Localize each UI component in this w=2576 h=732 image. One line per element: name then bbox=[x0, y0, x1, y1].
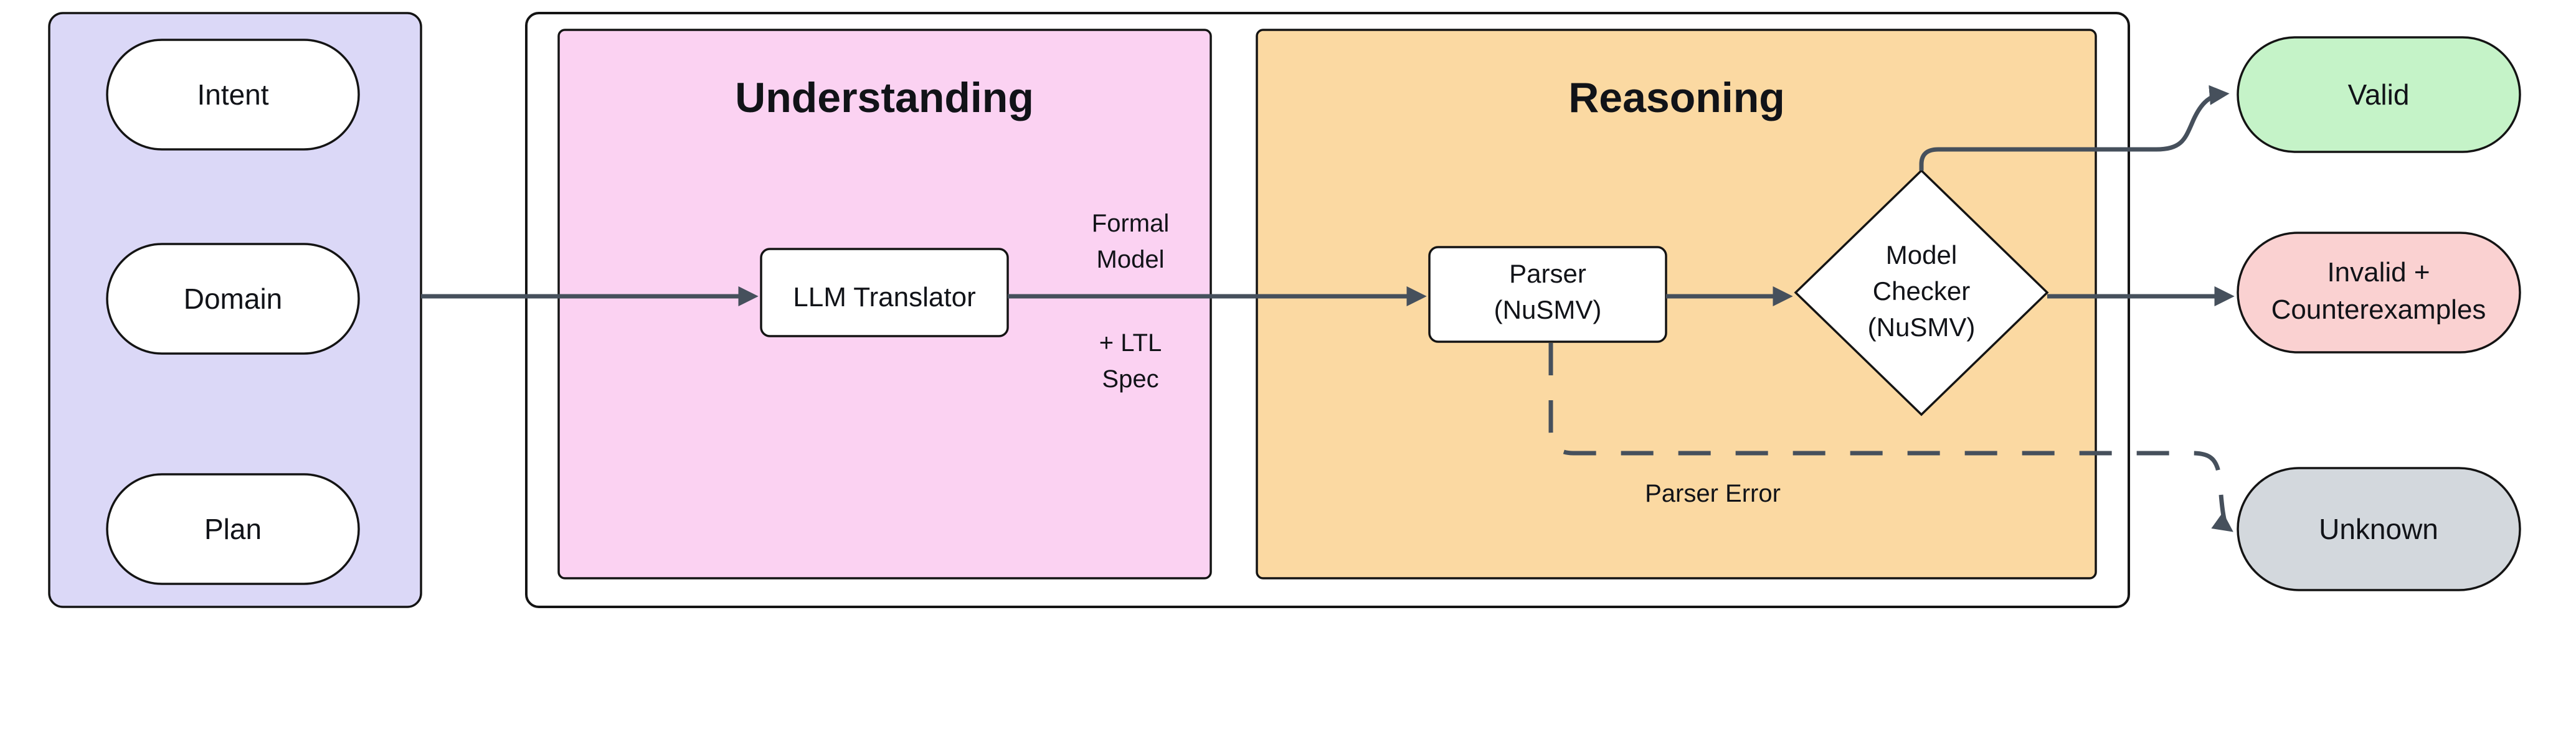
reasoning-stage: Reasoning Parser (NuSMV) Model Checker (… bbox=[1256, 29, 2097, 580]
model-checker-line3: (NuSMV) bbox=[1868, 312, 1976, 342]
domain-label: Domain bbox=[184, 283, 283, 315]
ltl-spec-line2: Spec bbox=[1102, 365, 1158, 393]
node-invalid: Invalid + Counterexamples bbox=[2237, 232, 2521, 354]
valid-label: Valid bbox=[2348, 78, 2410, 111]
understanding-title: Understanding bbox=[735, 74, 1034, 121]
understanding-stage: Understanding LLM Translator Formal Mode… bbox=[557, 29, 1212, 580]
edge-label-ltl-spec: + LTL Spec bbox=[1099, 329, 1162, 393]
model-checker-line2: Checker bbox=[1873, 276, 1970, 306]
edge-parser-error-to-unknown bbox=[1548, 343, 2233, 532]
unknown-label: Unknown bbox=[2319, 513, 2438, 545]
invalid-pill bbox=[2237, 232, 2521, 354]
node-parser: Parser (NuSMV) bbox=[1428, 246, 1667, 343]
model-checker-diamond bbox=[1794, 169, 2049, 416]
parser-label-line1: Parser bbox=[1509, 259, 1586, 288]
intent-pill bbox=[106, 39, 360, 151]
reasoning-box bbox=[1256, 29, 2097, 580]
node-model-checker: Model Checker (NuSMV) bbox=[1794, 169, 2049, 416]
llm-translator-box bbox=[760, 248, 1009, 337]
formal-model-line1: Formal bbox=[1092, 210, 1169, 237]
node-llm-translator: LLM Translator bbox=[760, 248, 1009, 337]
intent-label: Intent bbox=[197, 78, 268, 111]
reasoning-title: Reasoning bbox=[1568, 74, 1785, 121]
unknown-pill bbox=[2237, 467, 2521, 591]
ltl-spec-line1: + LTL bbox=[1099, 329, 1162, 357]
model-checker-line1: Model bbox=[1886, 240, 1957, 270]
edge-label-formal-model: Formal Model bbox=[1092, 210, 1169, 273]
plan-pill bbox=[106, 473, 360, 585]
inputs-panel: Intent Domain Plan bbox=[48, 12, 422, 608]
invalid-label-line1: Invalid + bbox=[2327, 257, 2430, 288]
plan-label: Plan bbox=[204, 513, 262, 545]
node-intent: Intent bbox=[106, 39, 360, 151]
edge-checker-to-valid bbox=[1919, 85, 2230, 171]
node-plan: Plan bbox=[106, 473, 360, 585]
connectors bbox=[421, 85, 2235, 532]
parser-error-label: Parser Error bbox=[1645, 480, 1781, 507]
node-valid: Valid bbox=[2237, 36, 2521, 153]
invalid-label-line2: Counterexamples bbox=[2271, 294, 2486, 325]
node-domain: Domain bbox=[106, 243, 360, 355]
domain-pill bbox=[106, 243, 360, 355]
formal-model-line2: Model bbox=[1097, 246, 1165, 273]
llm-translator-label: LLM Translator bbox=[793, 282, 975, 312]
parser-label-line2: (NuSMV) bbox=[1494, 295, 1602, 324]
valid-pill bbox=[2237, 36, 2521, 153]
node-unknown: Unknown bbox=[2237, 467, 2521, 591]
